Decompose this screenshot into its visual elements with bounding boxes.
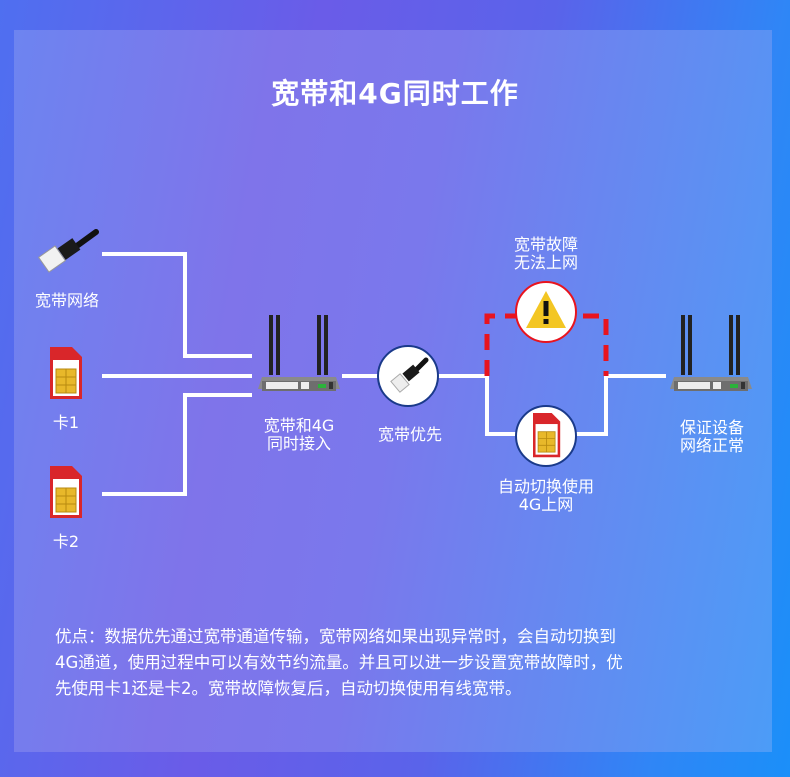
sim2-label: 卡2 (52, 532, 80, 551)
router-right-label-line2: 网络正常 (679, 436, 744, 455)
fallback-path-line (485, 374, 666, 436)
description-text: 优点：数据优先通过宽带通道传输，宽带网络如果出现异常时，会自动切换到 4G通道，… (55, 624, 745, 702)
router-left-label-line2: 同时接入 (266, 434, 331, 453)
ethernet-cable-icon (37, 229, 99, 273)
description-line-2: 4G通道，使用过程中可以有效节约流量。并且可以进一步设置宽带故障时，优 (55, 653, 623, 672)
broadband-source-label: 宽带网络 (34, 291, 99, 310)
sim-card-icon (533, 413, 561, 458)
fallback-circle (515, 405, 577, 467)
sim2-line (102, 393, 252, 496)
broadband-line (102, 252, 252, 358)
failure-label-line1: 宽带故障 (513, 235, 578, 254)
sim1-label: 卡1 (52, 413, 80, 432)
failure-label-line2: 无法上网 (513, 253, 578, 272)
failure-label: 宽带故障 无法上网 (490, 236, 602, 272)
router-left-label-line1: 宽带和4G (263, 416, 335, 435)
sim-card-1-icon (49, 346, 83, 400)
page-title: 宽带和4G同时工作 (271, 77, 519, 110)
router-right-icon (670, 315, 752, 391)
fallback-label: 自动切换使用 4G上网 (476, 478, 616, 514)
fallback-label-line2: 4G上网 (518, 495, 574, 514)
connection-lines (102, 252, 666, 496)
description-line-1: 优点：数据优先通过宽带通道传输，宽带网络如果出现异常时，会自动切换到 (55, 627, 616, 646)
fallback-label-line1: 自动切换使用 (497, 477, 594, 496)
ethernet-cable-icon (390, 357, 429, 393)
priority-circle (377, 345, 439, 407)
warning-icon (526, 291, 566, 328)
priority-label: 宽带优先 (377, 425, 442, 444)
description-line-3: 先使用卡1还是卡2。宽带故障恢复后，自动切换使用有线宽带。 (55, 679, 522, 698)
failure-circle (515, 281, 577, 343)
sim-card-2-icon (49, 465, 83, 519)
router-left-icon (258, 315, 340, 391)
router-right-label: 保证设备 网络正常 (660, 419, 764, 455)
router-left-label: 宽带和4G 同时接入 (244, 417, 354, 453)
router-right-label-line1: 保证设备 (679, 418, 744, 437)
